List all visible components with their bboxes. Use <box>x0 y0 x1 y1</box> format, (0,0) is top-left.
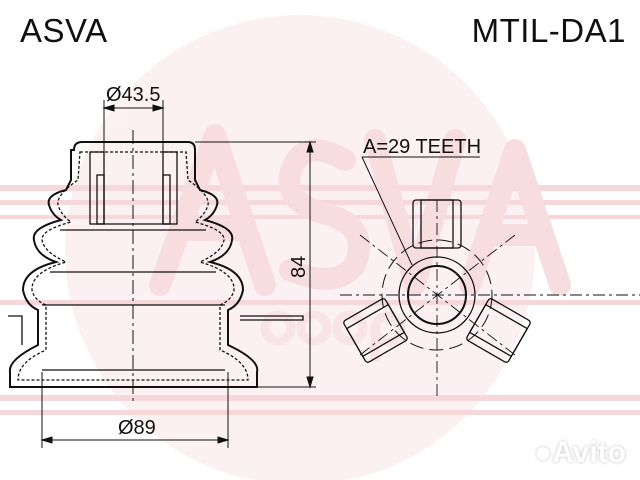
inner-diameter-label: Ø43.5 <box>106 84 160 106</box>
outer-diameter-dimension <box>40 372 230 448</box>
background-logo-watermark <box>0 15 640 480</box>
brand-label: ASVA <box>20 12 108 49</box>
outer-diameter-label: Ø89 <box>118 417 156 439</box>
inner-diameter-dimension <box>102 100 165 152</box>
avito-watermark: ●Avito <box>533 436 626 469</box>
boot-drawing <box>8 130 304 405</box>
height-label: 84 <box>288 256 310 278</box>
teeth-label: A=29 TEETH <box>363 136 481 158</box>
height-dimension <box>195 140 316 389</box>
tripod-joint-drawing <box>340 199 640 398</box>
teeth-callout: A=29 TEETH <box>361 136 481 266</box>
part-number: MTIL-DA1 <box>471 12 626 49</box>
